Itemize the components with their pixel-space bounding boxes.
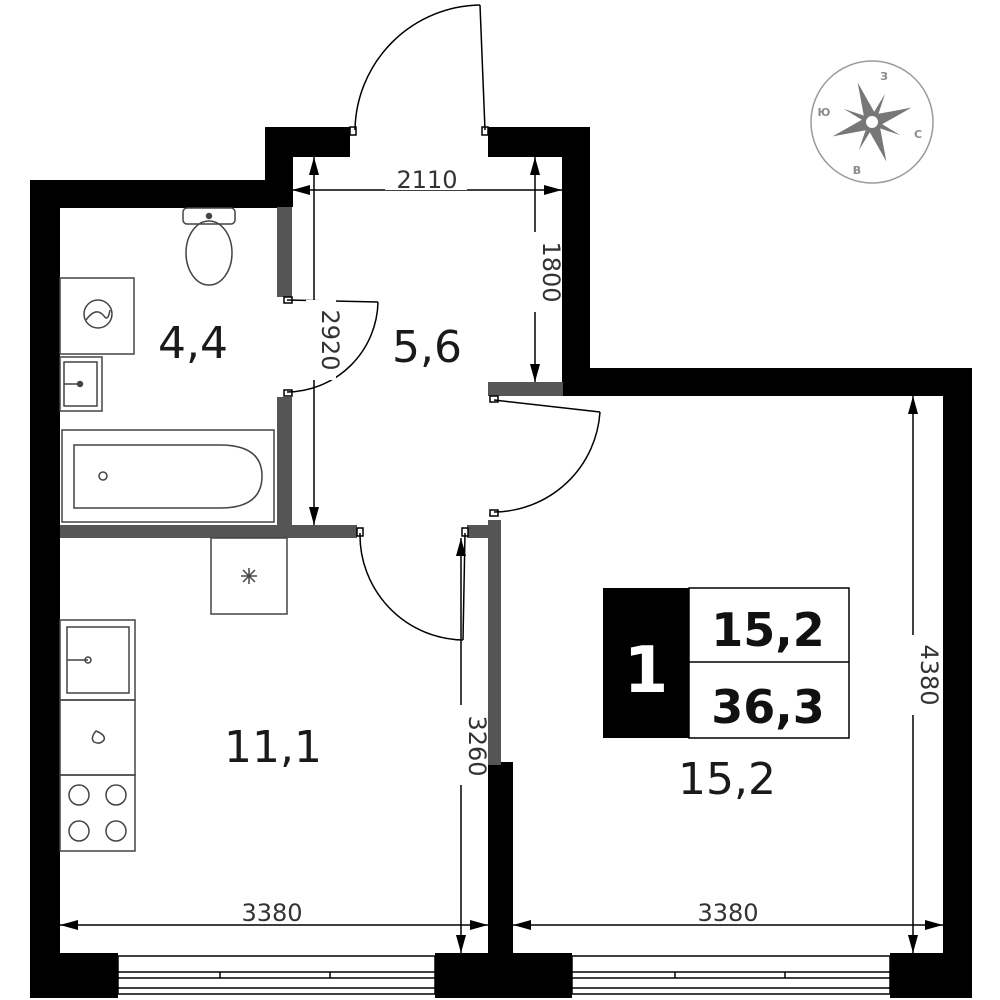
ventilation-shaft-icon [210, 537, 288, 615]
compass-label-right: С [914, 128, 922, 141]
bathtub-icon [61, 429, 275, 523]
washing-machine-icon [59, 277, 135, 355]
compass-label-left: Ю [818, 106, 831, 119]
wall-entry-right-vertical [562, 127, 590, 395]
partition-hall-living-vertical [488, 520, 501, 765]
dishwasher-icon [59, 699, 136, 776]
apartment-badge: 1 15,2 36,3 [603, 587, 850, 739]
stove-icon [59, 774, 136, 852]
fixtures [59, 207, 288, 852]
partition-bath-upper [277, 207, 292, 297]
compass-label-top: З [880, 70, 888, 83]
dim-hall-depth: 1800 [537, 241, 565, 302]
door-kitchen [356, 527, 469, 641]
badge-rooms-count: 1 [624, 634, 669, 708]
wall-bottom-left [30, 953, 118, 998]
windows [117, 955, 891, 995]
kitchen-sink-icon [59, 619, 136, 701]
compass-star-icon [832, 82, 912, 162]
door-living [489, 395, 601, 517]
window-living [571, 955, 891, 995]
wall-bottom-mid-left [435, 953, 515, 998]
dim-hall-width: 2110 [396, 166, 457, 194]
wall-top-left [30, 180, 290, 208]
room-labels: 4,4 5,6 11,1 15,2 [158, 318, 776, 805]
dimension-labels: 2110 1800 2920 3260 3380 3380 4380 [241, 166, 943, 927]
partition-hall-living-upper [488, 382, 563, 396]
door-entrance [349, 4, 489, 136]
badge-rooms-box [603, 588, 689, 738]
partition-hall-kitchen [292, 525, 357, 538]
compass-label-bottom: В [853, 164, 861, 177]
wall-entry-left-top [265, 127, 350, 157]
wall-right [943, 368, 972, 958]
dim-line-kitchen-width [60, 920, 488, 930]
badge-areas-box [688, 587, 850, 739]
compass: З Ю С В [810, 60, 934, 184]
bathroom-sink-icon [59, 356, 103, 412]
wall-bottom-right [890, 953, 972, 998]
dim-living-depth: 4380 [915, 644, 943, 705]
room-area-hallway: 5,6 [392, 322, 462, 373]
dim-line-living-width [513, 920, 943, 930]
dim-kitchen-depth: 3260 [463, 715, 491, 776]
wall-kitchen-living [488, 762, 513, 955]
partitions [60, 207, 563, 765]
dim-kitchen-width: 3380 [241, 899, 302, 927]
badge-living-area: 15,2 [711, 603, 825, 657]
exterior-walls [30, 127, 972, 998]
wall-bottom-mid-right [512, 953, 572, 998]
wall-left [30, 180, 60, 955]
badge-total-area: 36,3 [711, 680, 825, 734]
room-area-bathroom: 4,4 [158, 318, 228, 369]
room-area-kitchen: 11,1 [224, 722, 322, 773]
partition-bath-lower [277, 397, 292, 537]
dim-bath-length: 2920 [316, 309, 344, 370]
room-area-living: 15,2 [678, 754, 776, 805]
dim-living-width: 3380 [697, 899, 758, 927]
wall-living-top [562, 368, 972, 396]
toilet-icon [182, 207, 236, 286]
partition-hall-living-stub [467, 525, 489, 538]
partition-kitchen-bath [60, 525, 292, 538]
window-kitchen [117, 955, 436, 995]
